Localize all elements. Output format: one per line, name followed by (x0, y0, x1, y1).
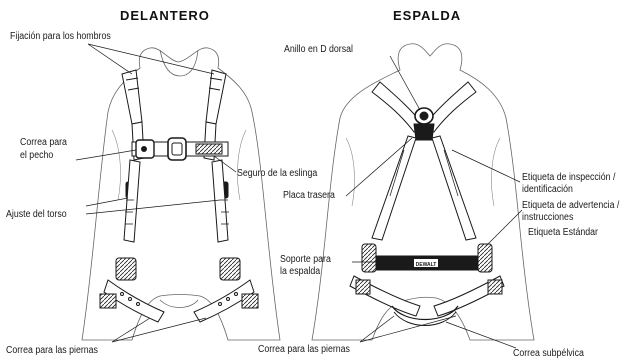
front-left-shoulder-strap (121, 69, 143, 125)
front-view (75, 43, 281, 343)
label-subpelvic-strap: Correa subpélvica (513, 348, 584, 359)
label-shoulder-fixation: Fijación para los hombros (10, 31, 111, 42)
back-support-brand: DEWALT (416, 262, 437, 268)
front-right-shoulder-strap (205, 69, 227, 125)
label-torso-adjust: Ajuste del torso (6, 209, 67, 220)
back-plate (413, 123, 435, 141)
back-leader-lines (345, 55, 523, 349)
label-chest-strap-line1: Correa para (20, 137, 67, 148)
label-standard-tag: Etiqueta Estándar (528, 227, 598, 238)
subpelvic-strap (391, 305, 459, 321)
label-dorsal-d-ring: Anillo en D dorsal (284, 44, 353, 55)
label-back-plate: Placa trasera (283, 190, 335, 201)
label-inspection-tag-line1: Etiqueta de inspección / (522, 172, 616, 183)
back-right-shoulder-strap (423, 81, 477, 133)
back-view-title: ESPALDA (393, 8, 462, 23)
label-warning-tag-line1: Etiqueta de advertencia / (522, 200, 620, 211)
back-torso-outline (311, 43, 535, 341)
label-back-leg-straps: Correa para las piernas (258, 344, 350, 355)
label-warning-tag-line2: instrucciones (522, 212, 574, 223)
front-leader-lines (75, 43, 237, 343)
label-back-support-line2: la espalda (280, 266, 321, 277)
back-right-diagonal-strap (431, 135, 477, 241)
front-view-title: DELANTERO (120, 8, 210, 23)
label-lanyard-keeper: Seguro de la eslinga (237, 168, 318, 179)
label-inspection-tag-line2: identificación (522, 184, 573, 195)
front-left-leg-strap (103, 279, 165, 323)
back-left-diagonal-strap (371, 135, 417, 241)
back-view: DEWALT (311, 43, 535, 349)
back-left-shoulder-strap (371, 81, 425, 133)
front-right-leg-strap (193, 279, 255, 323)
front-torso-outline (81, 47, 281, 341)
label-front-leg-straps: Correa para las piernas (6, 345, 98, 356)
label-back-support-line1: Soporte para (280, 254, 331, 265)
label-chest-strap-line2: el pecho (20, 150, 54, 161)
